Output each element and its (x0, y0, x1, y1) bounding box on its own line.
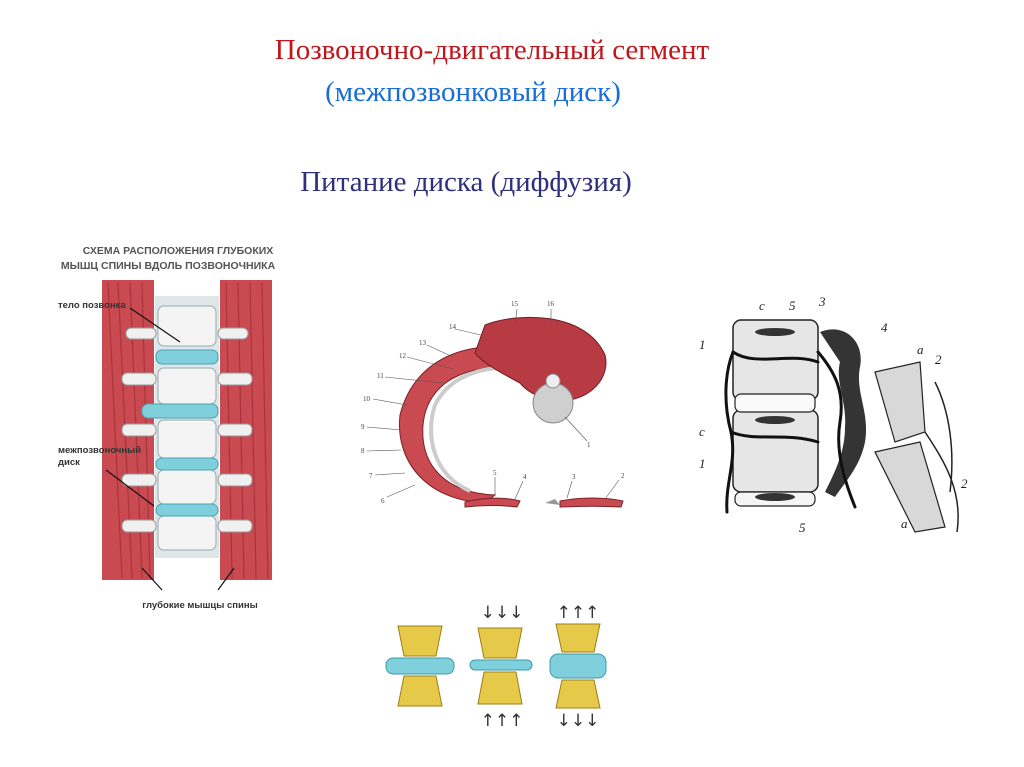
back-muscles (474, 316, 607, 402)
letter-4: 4 (881, 320, 888, 335)
slide-subtitle: (межпозвонковый диск) (325, 76, 621, 108)
num-12: 12 (399, 352, 407, 360)
num-8: 8 (361, 447, 365, 455)
letter-5-top: 5 (789, 298, 796, 313)
num-4: 4 (523, 473, 527, 481)
num-9: 9 (361, 423, 365, 431)
disc-loading-figure: ↓↓↓ ↑↑↑ ↑↑↑ ↓↓↓ (385, 603, 607, 731)
spinous-process-lower (874, 441, 946, 533)
num-7: 7 (369, 472, 373, 480)
vertebra-body (532, 382, 574, 424)
letter-c-bottom: c (699, 424, 705, 439)
muscles-caption-2: МЫШЦ СПИНЫ ВДОЛЬ ПОЗВОНОЧНИКА (61, 260, 276, 272)
num-13: 13 (419, 339, 427, 347)
segment-distracted (549, 623, 607, 709)
num-3: 3 (572, 473, 576, 481)
slide-heading: Питание диска (диффузия) (300, 166, 632, 198)
arrows-up-top: ↑↑↑ (557, 603, 600, 623)
blood-supply-figure: c 5 3 4 a 2 1 c 1 5 2 a (699, 294, 968, 535)
label-vertebral-body: тело позвонка (58, 300, 126, 311)
num-14: 14 (449, 323, 457, 331)
letter-2-top: 2 (935, 352, 942, 367)
muscles-caption-1: СХЕМА РАСПОЛОЖЕНИЯ ГЛУБОКИХ (83, 245, 274, 257)
deep-muscles-figure: СХЕМА РАСПОЛОЖЕНИЯ ГЛУБОКИХ МЫШЦ СПИНЫ В… (58, 245, 276, 611)
spine-column (121, 296, 253, 558)
segment-neutral (385, 625, 455, 707)
arrows-down-bottom: ↓↓↓ (557, 711, 600, 731)
letter-3: 3 (818, 294, 826, 309)
letter-1-top: 1 (699, 337, 706, 352)
num-11: 11 (377, 372, 384, 380)
num-5: 5 (493, 469, 497, 477)
letter-1-bottom: 1 (699, 456, 706, 471)
slide-title: Позвоночно-двигательный сегмент (274, 34, 710, 66)
num-15: 15 (511, 300, 519, 308)
letter-2-bottom: 2 (961, 476, 968, 491)
vertebral-bodies (732, 319, 819, 507)
letter-a-top: a (917, 342, 924, 357)
arrows-up-bottom: ↑↑↑ (481, 711, 524, 731)
label-disc-1: межпозвоночный (58, 445, 141, 456)
num-2: 2 (621, 472, 625, 480)
label-deep-muscles: глубокие мышцы спины (142, 600, 257, 611)
num-1: 1 (587, 441, 591, 449)
num-16: 16 (547, 300, 555, 308)
letter-c-top: c (759, 298, 765, 313)
letter-a-bottom: a (901, 516, 908, 531)
label-disc-2: диск (58, 457, 80, 468)
num-6: 6 (381, 497, 385, 505)
num-10: 10 (363, 395, 371, 403)
letter-5-bottom: 5 (799, 520, 806, 535)
segment-compressed (469, 627, 533, 705)
arrows-down-top: ↓↓↓ (481, 603, 524, 623)
cross-section-figure: 1 2 3 4 5 6 7 8 9 10 11 12 13 14 15 16 (361, 300, 625, 508)
spinous-process-upper (874, 361, 926, 443)
